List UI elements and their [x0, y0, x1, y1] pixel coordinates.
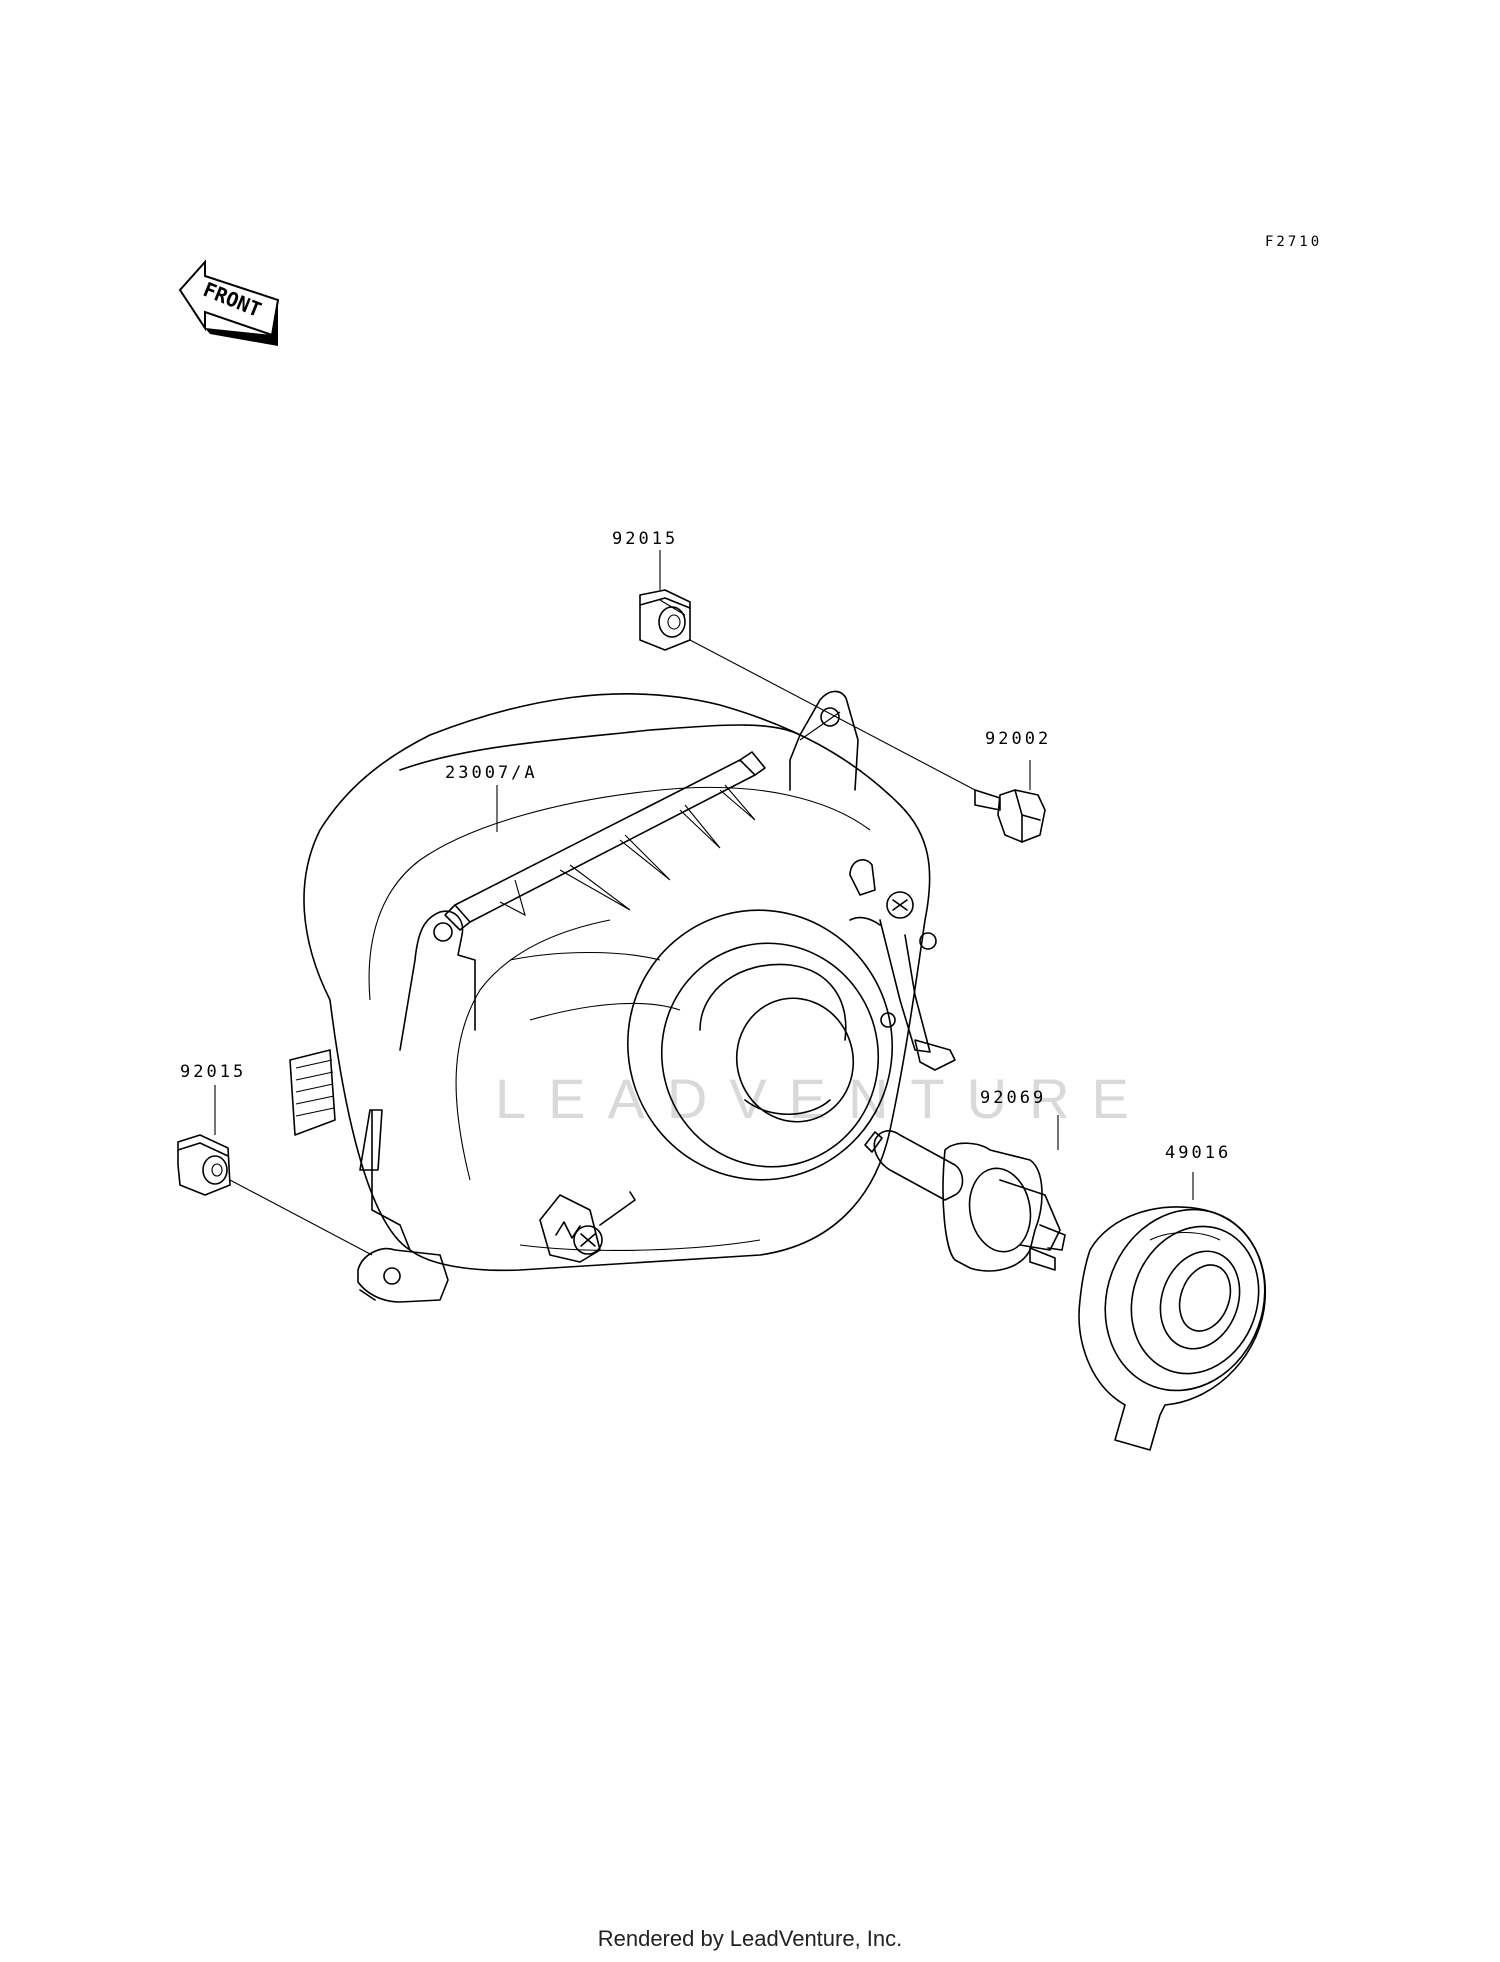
watermark: LEADVENTURE	[495, 1067, 1151, 1130]
footer-credit: Rendered by LeadVenture, Inc.	[597, 1926, 903, 1951]
part-label-92002: 92002	[985, 729, 1051, 749]
part-label-23007A: 23007/A	[445, 763, 538, 783]
front-arrow-icon: FRONT	[178, 259, 280, 346]
clip-nut-bottom	[177, 1134, 231, 1196]
part-label-49016: 49016	[1165, 1143, 1231, 1163]
lens-ring-49016	[1078, 1206, 1267, 1451]
bolt-92002	[974, 789, 1046, 843]
headlight-housing-23007A	[289, 690, 956, 1303]
part-label-92015-top: 92015	[612, 529, 678, 549]
part-label-92015-bottom: 92015	[180, 1062, 246, 1082]
bulb-92069	[864, 1130, 1066, 1272]
clip-nut-top	[639, 589, 691, 651]
part-label-92069: 92069	[980, 1088, 1046, 1108]
diagram-code: F2710	[1265, 234, 1322, 250]
assembly-lines	[214, 550, 1194, 1256]
